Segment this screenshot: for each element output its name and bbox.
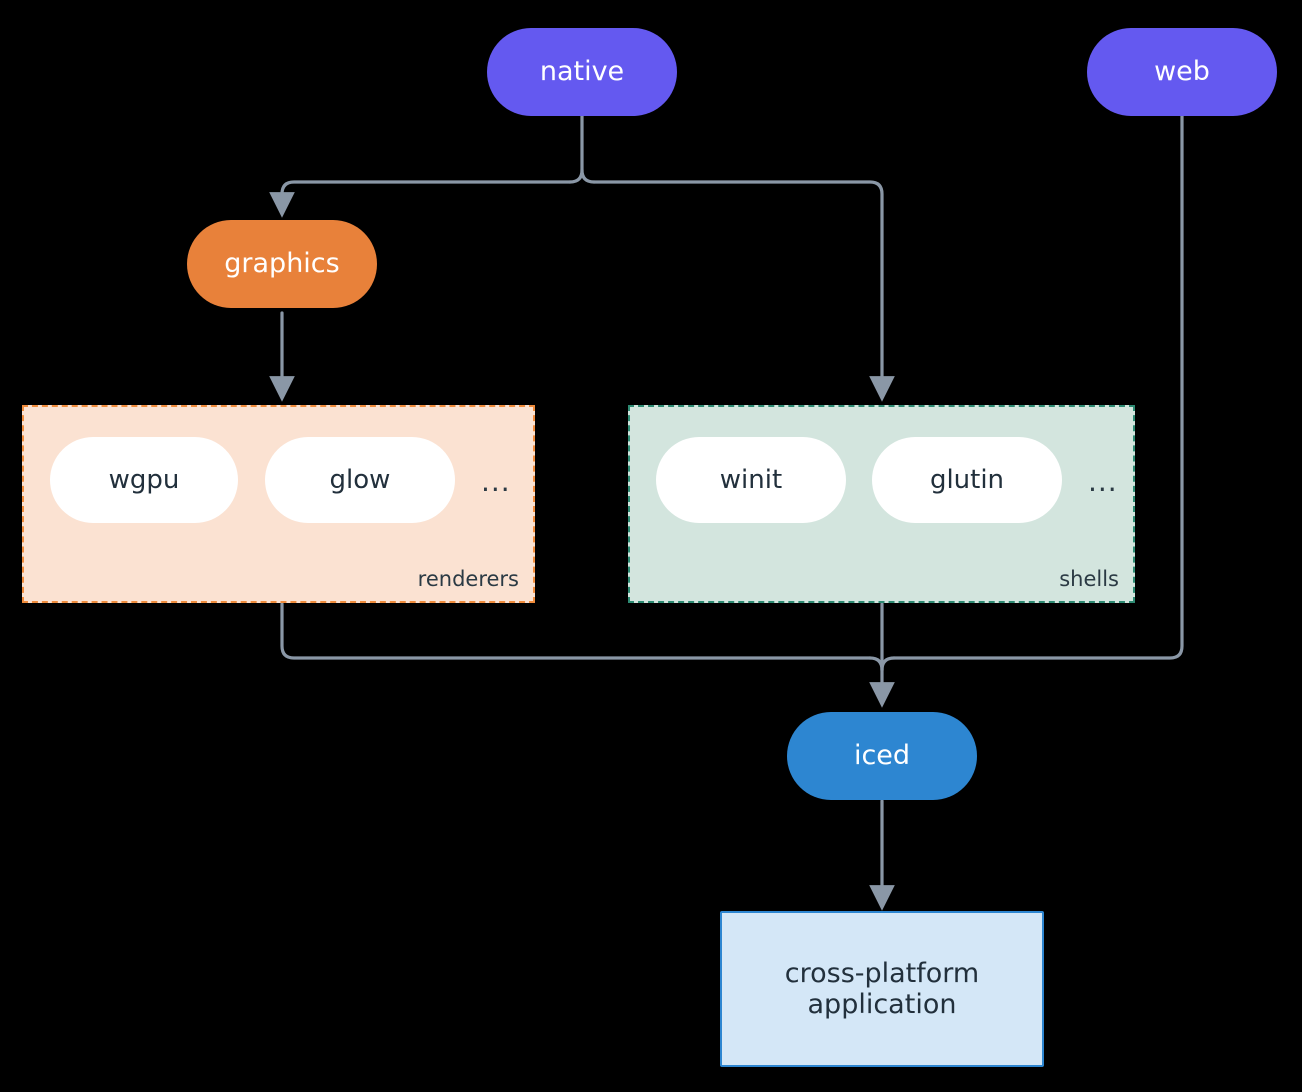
node-web[interactable]: web [1087,28,1277,116]
cluster-renderers-label: renderers [417,567,519,591]
renderers-overflow-ellipsis: ... [481,465,511,498]
leaf-glutin-label: glutin [929,465,1005,495]
node-graphics-label: graphics [224,248,340,280]
cluster-shells-label: shells [1059,567,1119,591]
edge-native-graphics [269,180,572,218]
edge-native-trunk-left [568,168,584,184]
node-native-label: native [539,56,625,88]
node-web-label: web [1154,56,1210,88]
node-application[interactable]: cross-platform application [720,911,1044,1067]
leaf-winit[interactable]: winit [656,437,846,523]
node-iced[interactable]: iced [787,712,977,800]
node-application-label: cross-platform application [784,957,980,1020]
leaf-wgpu-label: wgpu [108,465,180,495]
leaf-wgpu[interactable]: wgpu [50,437,238,523]
node-graphics[interactable]: graphics [187,220,377,308]
edge-native-shells [592,180,895,402]
shells-overflow-ellipsis: ... [1088,465,1118,498]
node-iced-label: iced [853,740,911,772]
edge-join-right [880,656,896,672]
leaf-glow-label: glow [329,465,391,495]
leaf-glow[interactable]: glow [265,437,455,523]
node-native[interactable]: native [487,28,677,116]
leaf-glutin[interactable]: glutin [872,437,1062,523]
leaf-winit-label: winit [719,465,783,495]
edge-native-trunk [580,114,596,184]
edge-join-left [868,656,884,672]
edge-renderers-iced [280,602,872,660]
